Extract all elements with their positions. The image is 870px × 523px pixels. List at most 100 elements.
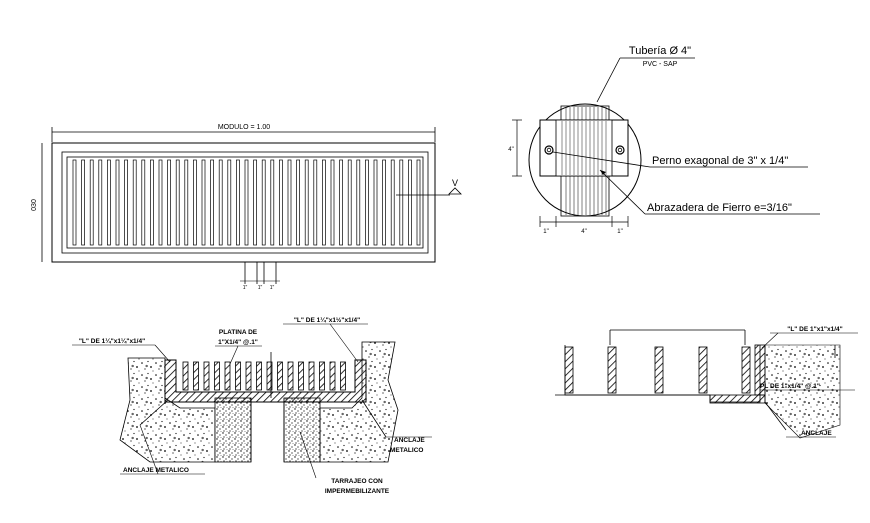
grate-bar [365,159,369,246]
grate-bar [141,159,146,246]
plan-dim-2: 1" [258,285,263,291]
grate-bar [132,159,137,246]
right-bar-4 [698,346,708,394]
grate-bar [322,159,326,246]
clamp-label: Abrazadera de Fierro e=3/16" [647,202,792,214]
platina-bar [193,361,199,391]
grate-bar [227,159,232,246]
grate-bar [390,159,395,246]
grate-bar [261,159,266,246]
pipe-material-label: PVC - SAP [643,61,678,68]
grate-frame-middle [61,151,429,254]
grate-bar [408,159,412,246]
anchor-left-label: ANCLAJE METALICO [123,467,189,474]
grate-bar [184,159,189,246]
platina-bar [256,361,262,391]
section-mark-label: V [452,178,458,188]
grate-bar [253,159,257,246]
section-right: "L" DE 1"x1"x1/4" PL DE 1"x1/4" @.1" ANC… [555,326,858,439]
render-label-line2: IMPERMEBILIZANTE [325,488,390,495]
platina-bar [329,361,336,391]
grate-bar [339,159,343,246]
pipe-hatch-inner [561,121,607,175]
grate-bar [356,159,361,246]
grate-bar [373,159,378,246]
platina-bar [182,361,189,391]
right-plate [709,394,766,404]
plan-view: MODULO = 1.00 030 V 1" 1" 1" [31,124,462,291]
platina-bar [277,361,283,391]
plan-dim-3: 1" [270,285,275,291]
grate-bar [158,159,163,246]
grate-bar [167,159,171,246]
right-angle-label: "L" DE 1"x1"x1/4" [787,326,843,333]
render-column-right [283,397,321,463]
render-label-line1: TARRAJEO CON [331,478,383,485]
grate-bar [304,159,309,246]
platina-bar [214,361,220,391]
platina-bar [245,361,252,391]
platina-bar [319,361,325,391]
grate-bar [399,159,404,246]
platina-bar [340,361,346,391]
platina-bar [298,361,304,391]
right-bar-2 [607,346,617,394]
section-mark-symbol [448,187,462,195]
grate-bar [115,159,120,246]
clamp-dim-3: 1" [617,229,622,235]
grate-bar [210,159,214,246]
right-bar-1 [564,346,574,394]
angle-right-label: "L" DE 1¼"x1½"x1/4" [294,316,360,324]
grate-bar [175,159,180,246]
grate-bar [313,159,318,246]
clamp-dim-2: 4" [581,229,586,235]
grate-bar [236,159,240,246]
grate-bar [347,159,352,246]
clamp-height-dim: 4" [508,147,513,153]
height-dimension-label: 030 [31,199,38,211]
platina-bar [203,361,210,391]
grate-frame-inner [66,156,424,249]
right-anchor-label: ANCLAJE [801,430,832,437]
platina-bars [182,361,346,391]
clamp-band [555,119,613,177]
grate-bar [218,159,223,246]
steel-angle-frame [164,359,367,403]
grate-bar [330,159,335,246]
pipe-label: Tubería Ø 4" [629,45,691,57]
grate-bar [98,159,103,246]
anchor-right-label-line2: METALICO [390,447,423,454]
pipe-clamp-detail: Tubería Ø 4" PVC - SAP Perno exagonal de… [508,45,820,235]
grate-bar [150,159,154,246]
grate-bar [107,159,111,246]
grate-bars [72,159,421,246]
plate-label-line1: PLATINA DE [219,329,258,336]
angle-left-label: "L" DE 1¼"x1¼"x1/4" [79,337,145,345]
grate-bar [244,159,249,246]
grate-frame-outer [51,142,436,263]
grate-bar [124,159,128,246]
plan-dim-1: 1" [243,285,248,291]
grate-bar [382,159,386,246]
grate-bar [72,159,77,246]
grate-bar [81,159,85,246]
platina-bar [224,361,231,391]
anchor-right-label-line1: ANCLAJE [394,437,425,444]
platina-bar [308,361,315,391]
bolt-label: Perno exagonal de 3" x 1/4" [652,155,788,167]
render-column-left [214,397,252,463]
grate-bar [416,159,421,246]
grate-bar [287,159,292,246]
plate-label-line2: 1"X1/4" @.1" [218,339,258,346]
grate-bar [201,159,206,246]
platina-bar [266,361,273,391]
platina-bar [287,361,294,391]
grate-bar [296,159,300,246]
concrete-right-section [764,344,841,439]
right-bar-5 [741,346,751,394]
bolt-right [615,145,625,155]
grate-bar [270,159,275,246]
bolt-left [544,145,554,155]
section-left: "L" DE 1¼"x1¼"x1/4" PLATINA DE 1"X1/4" @… [72,316,432,495]
